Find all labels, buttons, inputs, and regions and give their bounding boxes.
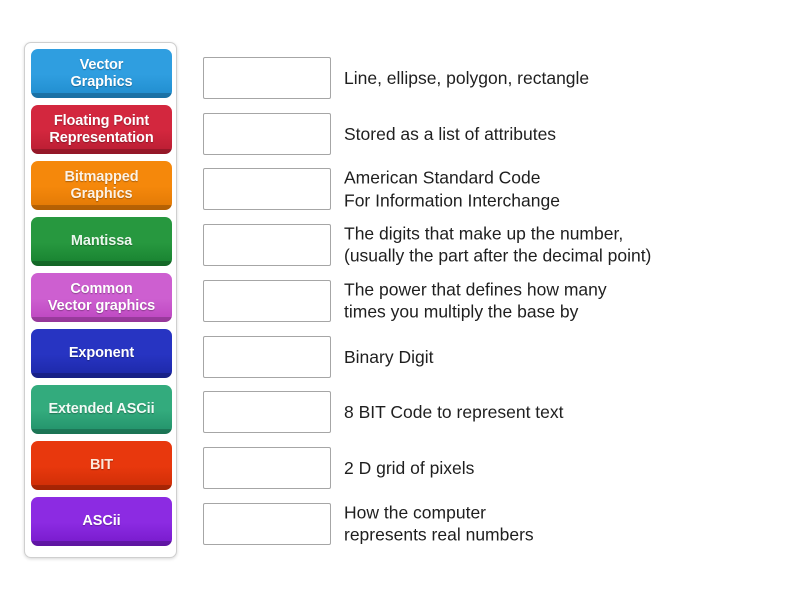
tile-label: Exponent xyxy=(68,345,135,362)
tile-label: Bitmapped Graphics xyxy=(64,169,139,202)
tile-label: Vector Graphics xyxy=(70,57,133,90)
definition-text: The power that defines how many times yo… xyxy=(344,279,607,322)
answer-drop-slot[interactable] xyxy=(203,224,331,267)
tile-label: Extended ASCii xyxy=(48,401,155,418)
answer-drop-slot[interactable] xyxy=(203,168,331,211)
draggable-tile[interactable]: Bitmapped Graphics xyxy=(31,161,172,210)
tile-label: BIT xyxy=(89,457,114,474)
draggable-tile[interactable]: BIT xyxy=(31,441,172,490)
draggable-tile[interactable]: ASCii xyxy=(31,497,172,546)
definition-text: Binary Digit xyxy=(344,346,434,367)
definition-text: 2 D grid of pixels xyxy=(344,457,475,478)
tile-label: ASCii xyxy=(82,513,121,530)
definition-text: American Standard Code For Information I… xyxy=(344,168,560,211)
definition-text: The digits that make up the number, (usu… xyxy=(344,223,652,267)
draggable-tile[interactable]: Exponent xyxy=(31,329,172,378)
draggable-tile[interactable]: Common Vector graphics xyxy=(31,273,172,322)
answer-drop-slot[interactable] xyxy=(203,502,331,545)
tile-label: Common Vector graphics xyxy=(47,281,156,314)
draggable-tile[interactable]: Floating Point Representation xyxy=(31,105,172,154)
draggable-tile[interactable]: Extended ASCii xyxy=(31,385,172,434)
answer-drop-slot[interactable] xyxy=(203,391,331,434)
answer-drop-slot[interactable] xyxy=(203,57,331,99)
definition-text: Stored as a list of attributes xyxy=(344,123,557,144)
definition-text: Line, ellipse, polygon, rectangle xyxy=(344,67,590,88)
draggable-tile[interactable]: Mantissa xyxy=(31,217,172,266)
answer-drop-slot[interactable] xyxy=(203,112,331,155)
tile-label: Floating Point Representation xyxy=(49,113,154,146)
tile-label: Mantissa xyxy=(70,233,133,250)
answer-drop-slot[interactable] xyxy=(203,446,331,489)
answer-drop-slot[interactable] xyxy=(203,335,331,378)
answer-drop-slot[interactable] xyxy=(203,279,331,322)
definition-text: How the computer represents real numbers xyxy=(344,502,534,545)
definition-text: 8 BIT Code to represent text xyxy=(344,401,564,422)
draggable-tile[interactable]: Vector Graphics xyxy=(31,49,172,98)
